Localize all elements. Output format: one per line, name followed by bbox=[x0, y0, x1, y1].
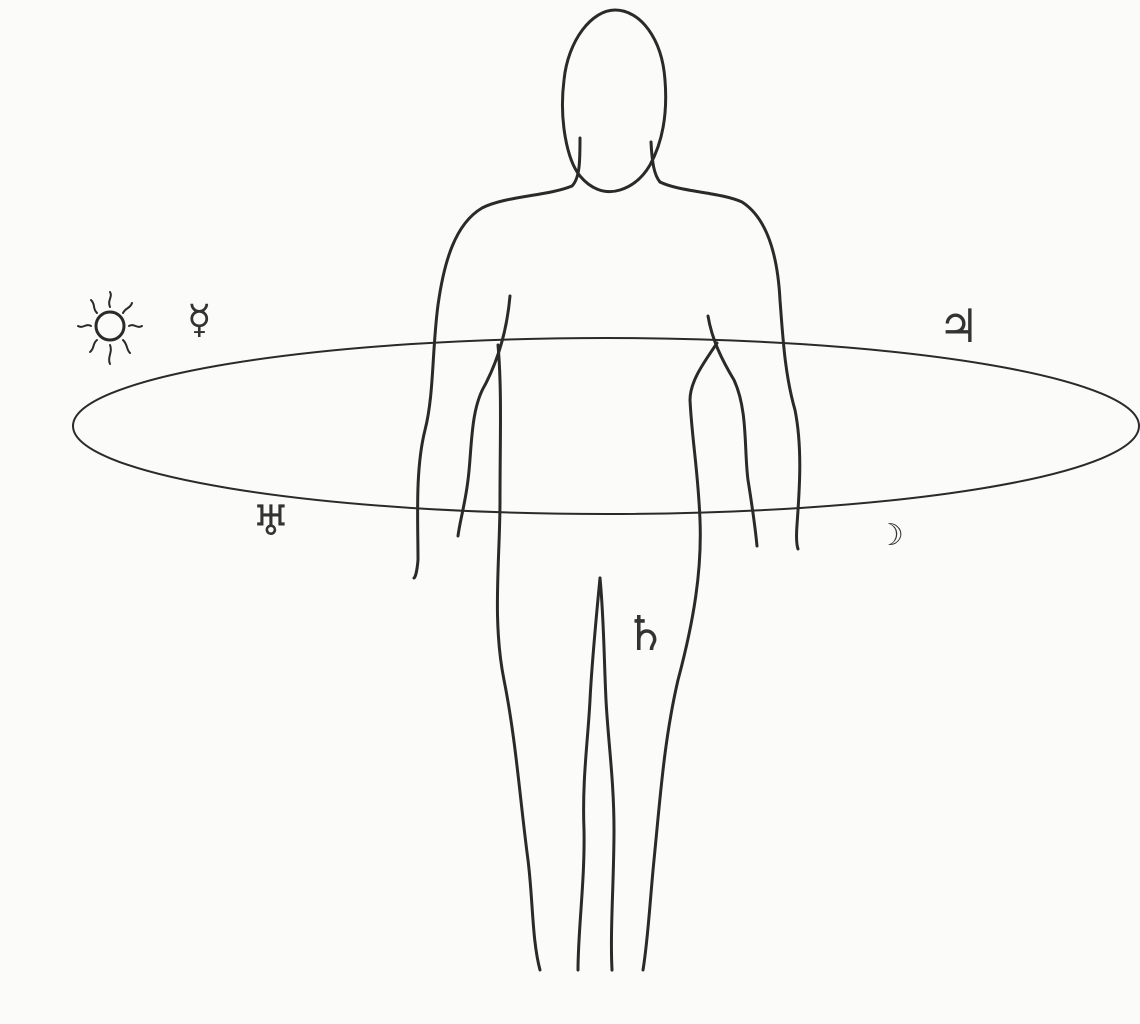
left-arm-inner bbox=[458, 296, 510, 536]
moon-symbol: ☽ bbox=[877, 521, 904, 551]
left-torso-leg-outer bbox=[497, 345, 540, 970]
right-shoulder-arm-outer bbox=[660, 182, 800, 549]
orbit-ellipse bbox=[73, 338, 1139, 514]
sun-icon bbox=[78, 292, 142, 364]
left-inner-leg bbox=[578, 578, 600, 970]
jupiter-symbol: ♃ bbox=[938, 303, 979, 349]
left-shoulder-arm-outer bbox=[414, 186, 572, 578]
uranus-symbol: ♅ bbox=[252, 500, 290, 542]
saturn-symbol: ♄ bbox=[624, 610, 667, 658]
right-inner-leg bbox=[600, 578, 614, 970]
mercury-symbol: ☿ bbox=[187, 300, 212, 340]
